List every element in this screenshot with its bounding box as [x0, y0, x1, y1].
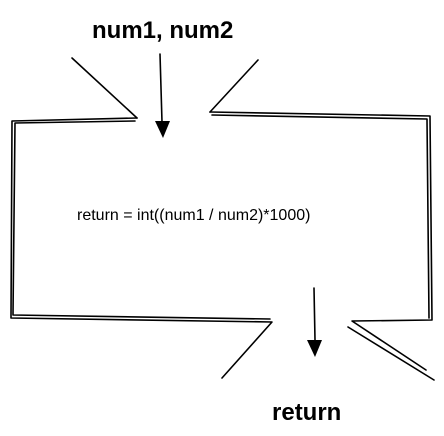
output-funnel-right-line: [347, 326, 435, 381]
function-body-text: return = int((num1 / num2)*1000): [77, 207, 310, 224]
function-box-outline-sketch: [12, 114, 430, 320]
output-label: return: [272, 399, 341, 426]
input-label: num1, num2: [92, 17, 233, 44]
output-arrow: [307, 287, 322, 357]
input-funnel-right-line: [209, 59, 259, 113]
input-arrow: [155, 53, 170, 138]
input-funnel-left-line: [71, 57, 138, 119]
function-box-outline: [10, 111, 433, 379]
